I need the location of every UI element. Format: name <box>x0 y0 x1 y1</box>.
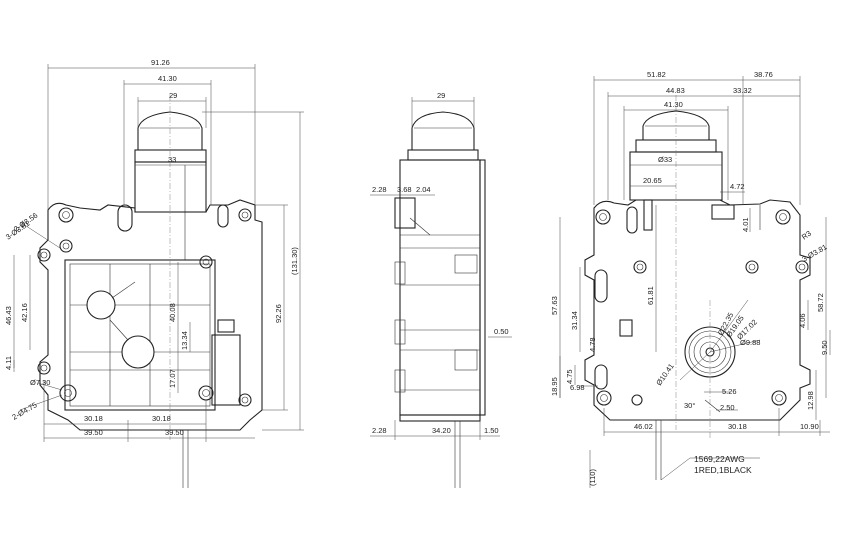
dim-13-34: 13.34 <box>180 331 189 350</box>
dim-41-30: 41.30 <box>158 74 177 83</box>
rear-dim-30-deg: 30° <box>684 401 695 410</box>
rear-dim-d33: Ø33 <box>658 155 672 164</box>
dim-46-43: 46.43 <box>4 306 13 325</box>
side-dim-2-28-a: 2.28 <box>372 185 387 194</box>
side-dim-2-28-b: 2.28 <box>372 426 387 435</box>
dim-29: 29 <box>169 91 177 100</box>
rear-dim-4-78: 4.78 <box>588 337 597 352</box>
side-dim-3-68: 3.68 <box>397 185 412 194</box>
rear-dim-44-83: 44.83 <box>666 86 685 95</box>
rear-dim-5-26: 5.26 <box>722 387 737 396</box>
rear-dim-4-06: 4.06 <box>798 313 807 328</box>
rear-dim-9-50: 9.50 <box>820 340 829 355</box>
dim-17-07: 17.07 <box>168 369 177 388</box>
rear-dim-57-63: 57.63 <box>550 296 559 315</box>
rear-dim-12-98: 12.98 <box>806 391 815 410</box>
front-view: 91.26 41.30 29 33 (131.30) 92.26 40.08 1… <box>4 58 304 488</box>
rear-dim-4-01: 4.01 <box>741 217 750 232</box>
dim-40-08: 40.08 <box>168 303 177 322</box>
rear-dim-18-95: 18.95 <box>550 377 559 396</box>
dim-39-50-b: 39.50 <box>165 428 184 437</box>
dim-91-26: 91.26 <box>151 58 170 67</box>
dim-4-11: 4.11 <box>4 356 13 370</box>
rear-view: 51.82 38.76 44.83 33.32 41.30 Ø33 20.65 … <box>550 70 831 488</box>
rear-dim-41-30: 41.30 <box>664 100 683 109</box>
wire-note-line-2: 1RED,1BLACK <box>694 465 752 475</box>
rear-dim-20-65: 20.65 <box>643 176 662 185</box>
rear-dim-30-18: 30.18 <box>728 422 747 431</box>
dim-39-50-a: 39.50 <box>84 428 103 437</box>
rear-dim-3-d3-81: 3-Ø3.81 <box>801 242 829 263</box>
dim-131-30: (131.30) <box>290 247 299 275</box>
wire-note-line-1: 1569,22AWG <box>694 454 745 464</box>
rear-dim-10-90: 10.90 <box>800 422 819 431</box>
dim-92-26: 92.26 <box>274 304 283 323</box>
side-dim-34-20: 34.20 <box>432 426 451 435</box>
rear-dim-58-72: 58.72 <box>816 293 825 312</box>
rear-dim-r3: R3 <box>800 229 813 242</box>
side-view: 29 2.28 3.68 2.04 0.50 2.28 34.20 1.50 <box>370 91 512 488</box>
side-dim-0-50: 0.50 <box>494 327 509 336</box>
rear-dim-51-82: 51.82 <box>647 70 666 79</box>
rear-dim-31-34: 31.34 <box>570 311 579 330</box>
dim-33: 33 <box>168 155 176 164</box>
dim-30-18-b: 30.18 <box>152 414 171 423</box>
rear-dim-61-81: 61.81 <box>646 286 655 305</box>
dim-30-18-a: 30.18 <box>84 414 103 423</box>
rear-dim-d10-41: Ø10.41 <box>654 362 675 387</box>
dim-d7-30: Ø7.30 <box>30 378 50 387</box>
side-dim-29: 29 <box>437 91 445 100</box>
dim-2-d4-75: 2-Ø4.75 <box>11 400 39 421</box>
rear-dim-2-50: 2.50 <box>720 403 735 412</box>
rear-dim-6-98: 6.98 <box>570 383 585 392</box>
side-dim-2-04: 2.04 <box>416 185 431 194</box>
rear-dim-38-76: 38.76 <box>754 70 773 79</box>
rear-dim-4-75: 4.75 <box>565 369 574 384</box>
rear-dim-4-72: 4.72 <box>730 182 745 191</box>
rear-dim-110: (110) <box>588 469 597 486</box>
dim-42-16: 42.16 <box>20 303 29 322</box>
rear-dim-33-32: 33.32 <box>733 86 752 95</box>
rear-dim-d9-88: Ø9.88 <box>740 338 760 347</box>
rear-dim-46-02: 46.02 <box>634 422 653 431</box>
side-dim-1-50: 1.50 <box>484 426 499 435</box>
